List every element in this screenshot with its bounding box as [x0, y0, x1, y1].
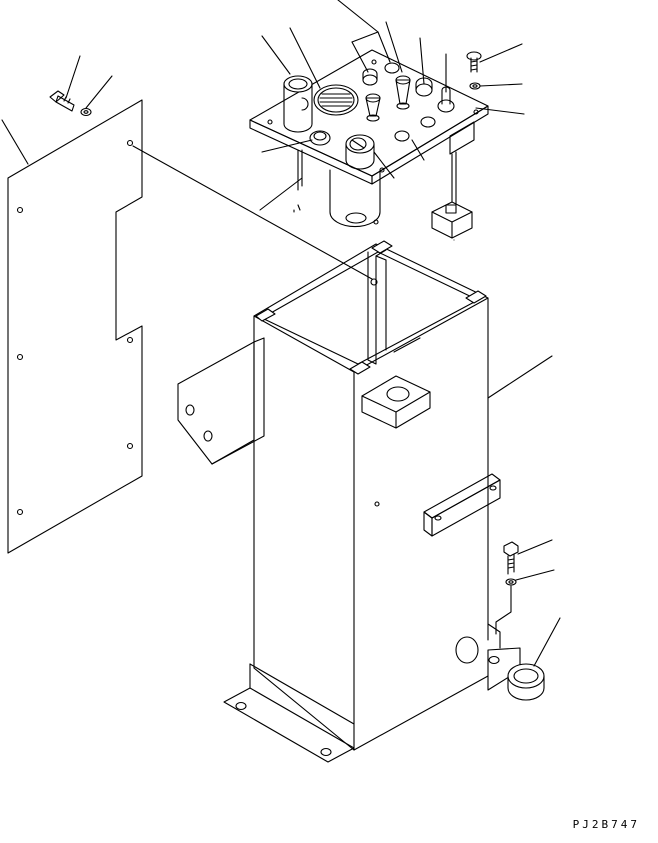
control-panel-assembly: [249, 49, 489, 239]
panel-screw: [466, 51, 482, 73]
side-cover-plate: [7, 99, 143, 554]
side-washer: [505, 578, 517, 586]
panel-washer: [469, 82, 481, 90]
side-bolt: [503, 541, 519, 575]
rubber-cap: [507, 663, 545, 701]
cover-bolt: [49, 90, 75, 112]
assembly-lines: [132, 145, 512, 635]
drawing-code: PJ2B747: [572, 818, 640, 831]
cover-washer: [80, 107, 92, 117]
leader-lines: [1, 0, 561, 667]
main-column-box: [177, 240, 521, 763]
